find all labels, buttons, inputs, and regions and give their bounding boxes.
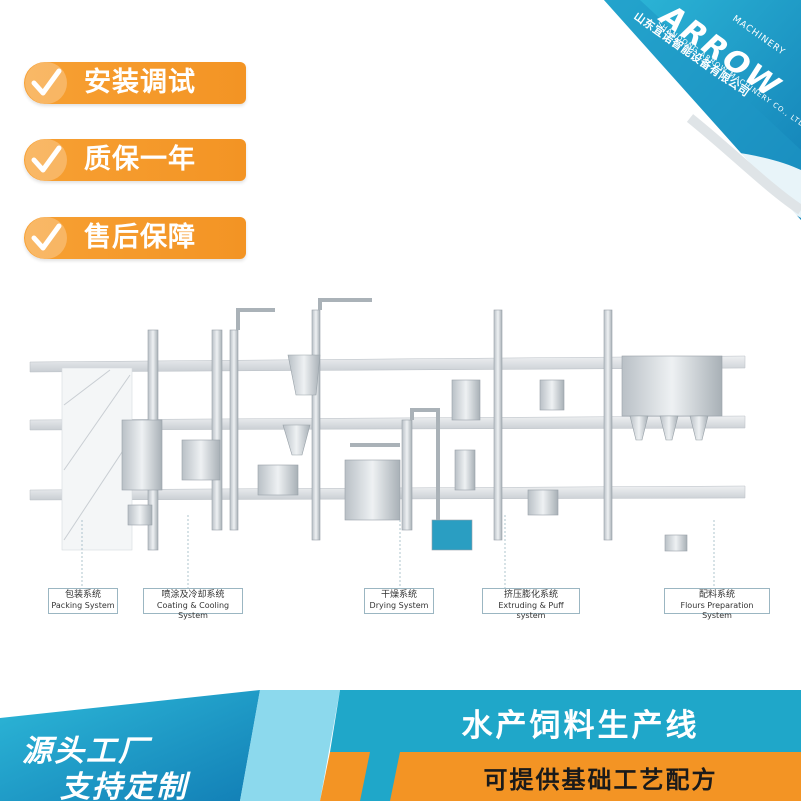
system-label-coating: 喷涂及冷却系统 Coating & Cooling System — [143, 588, 243, 620]
logo-corner — [604, 0, 801, 220]
system-label-cn: 配料系统 — [698, 590, 735, 600]
slogan-line-1: 源头工厂 — [22, 734, 150, 769]
leader-lines — [81, 515, 715, 590]
check-icon — [25, 217, 67, 259]
banner-subtitle: 可提供基础工艺配方 — [483, 766, 718, 794]
system-label-en: Packing System — [51, 601, 115, 610]
system-label-cn: 包装系统 — [64, 590, 101, 600]
system-label-flours: 配料系统 Flours Preparation System — [664, 588, 770, 620]
system-label-cn: 挤压膨化系统 — [503, 590, 558, 600]
feature-aftersales: 售后保障 — [24, 217, 246, 259]
system-label-extruding: 挤压膨化系统 Extruding & Puff system — [482, 588, 580, 620]
check-icon — [25, 139, 67, 181]
system-label-en: Drying System — [369, 601, 429, 610]
banner-title: 水产饲料生产线 — [461, 708, 700, 744]
feature-label: 售后保障 — [84, 222, 196, 253]
feature-install: 安装调试 — [24, 62, 246, 104]
stair-tower — [61, 367, 133, 551]
system-label-en: Flours Preparation System — [680, 601, 754, 620]
system-label-cn: 喷涂及冷却系统 — [161, 590, 225, 600]
slogan-line-2: 支持定制 — [60, 770, 188, 805]
bottom-banner — [0, 690, 801, 801]
plant-floors — [29, 355, 746, 501]
system-label-drying: 干燥系统 Drying System — [364, 588, 434, 614]
system-label-cn: 干燥系统 — [380, 590, 417, 600]
machinery — [121, 309, 723, 552]
system-label-en: Coating & Cooling System — [156, 601, 230, 620]
check-icon — [25, 62, 67, 104]
ducts — [236, 298, 440, 520]
system-label-packing: 包装系统 Packing System — [48, 588, 118, 614]
feature-warranty: 质保一年 — [24, 139, 246, 181]
feature-label: 安装调试 — [84, 67, 196, 98]
system-label-en: Extruding & Puff system — [498, 601, 564, 620]
feature-label: 质保一年 — [84, 144, 196, 175]
